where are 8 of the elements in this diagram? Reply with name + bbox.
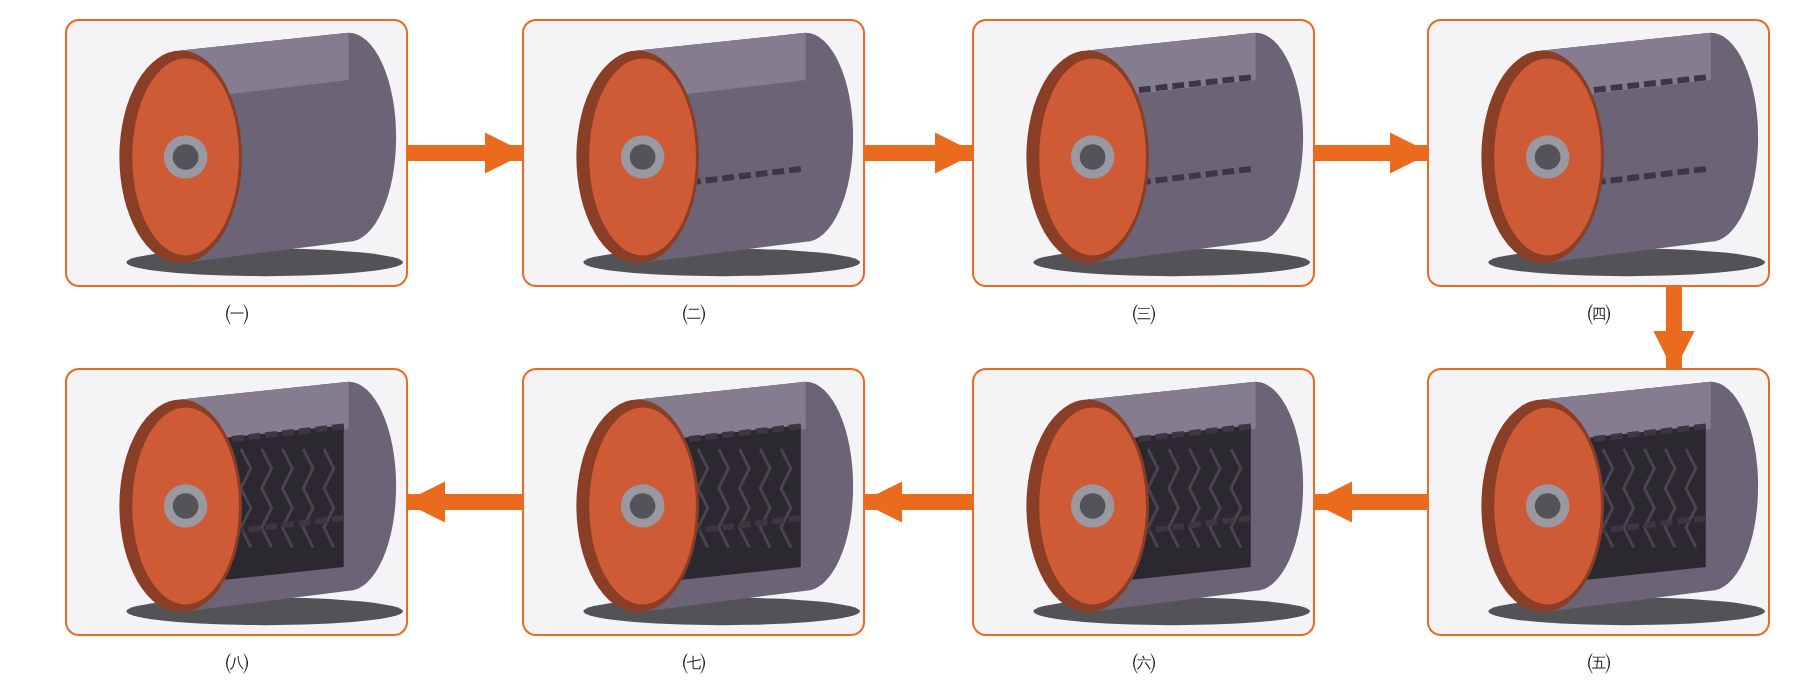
step-label: ㈢ (1131, 298, 1156, 329)
step-label: ㈦ (681, 647, 706, 678)
step-label: ㈠ (224, 298, 249, 329)
step-label: ㈥ (1131, 647, 1156, 678)
step-label: ㈣ (1586, 298, 1611, 329)
step-label: ㈧ (224, 647, 249, 678)
step-label: ㈤ (1586, 647, 1611, 678)
step-label: ㈡ (681, 298, 706, 329)
